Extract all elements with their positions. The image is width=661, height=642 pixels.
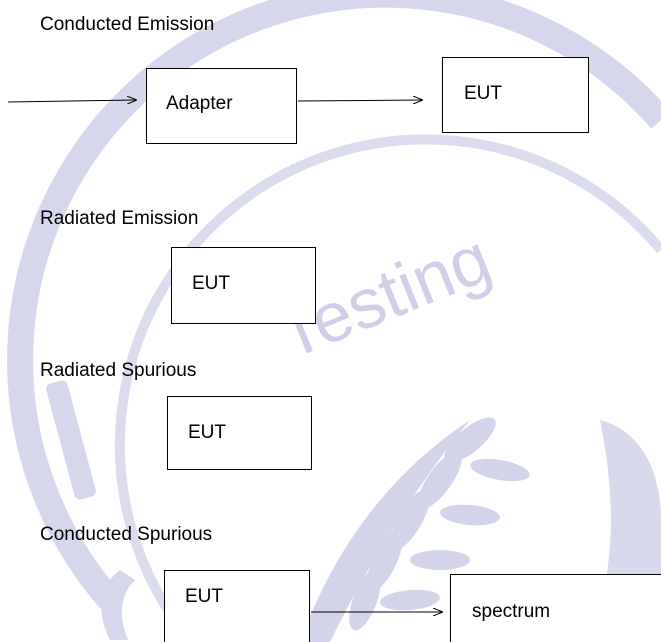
adapter-box: Adapter [146,68,297,144]
eut-label: EUT [185,586,223,607]
eut-box-conducted-emission: EUT [442,57,589,133]
eut-label: EUT [188,422,226,443]
section-title-radiated-emission: Radiated Emission [40,208,199,229]
arrow-input-to-adapter [7,100,136,102]
adapter-label: Adapter [166,93,233,114]
section-title-conducted-emission: Conducted Emission [40,14,215,35]
eut-label: EUT [192,273,230,294]
arrow-adapter-to-eut [297,100,422,101]
section-title-conducted-spurious: Conducted Spurious [40,524,213,545]
eut-box-conducted-spurious: EUT [164,570,310,642]
spectrum-box: spectrum [450,574,661,642]
eut-box-radiated-emission: EUT [171,247,316,324]
spectrum-label: spectrum [472,601,551,622]
eut-box-radiated-spurious: EUT [167,396,312,470]
eut-label: EUT [464,83,502,104]
section-title-radiated-spurious: Radiated Spurious [40,360,197,381]
